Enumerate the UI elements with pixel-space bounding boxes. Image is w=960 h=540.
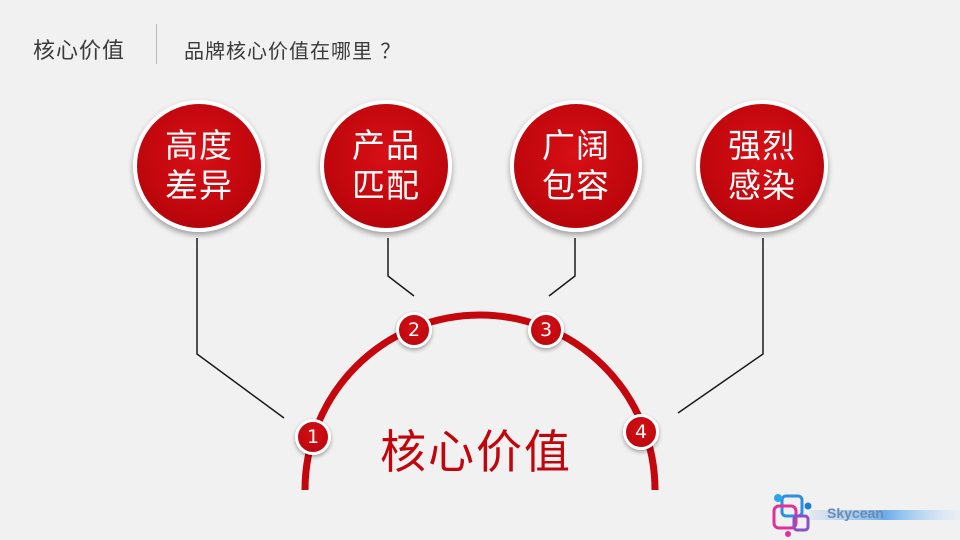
skycean-logo: Skycean (770, 492, 960, 538)
header-divider (156, 24, 157, 64)
number-badge-4: 4 (623, 414, 659, 450)
number-badge-2: 2 (396, 312, 432, 348)
connector-line-1 (196, 238, 285, 419)
value-1-line1: 高度 (165, 126, 233, 165)
core-value-label: 核心价值 (380, 425, 572, 479)
value-3-line2: 包容 (542, 166, 610, 205)
value-1-line2: 差异 (165, 166, 233, 205)
value-circle-3: 广阔 包容 (510, 100, 642, 232)
page-title: 核心价值 (33, 39, 126, 64)
connector-line-4 (677, 238, 764, 414)
value-4-line1: 强烈 (728, 126, 796, 165)
connector-line-3 (548, 238, 576, 297)
number-badge-3: 3 (528, 312, 564, 348)
logo-text: Skycean (827, 505, 884, 521)
value-3-line1: 广阔 (542, 126, 610, 165)
skycean-logo-icon (772, 494, 960, 537)
page-subtitle: 品牌核心价值在哪里 ？ (184, 39, 402, 63)
value-circle-2: 产品 匹配 (320, 100, 452, 232)
core-arc (301, 311, 659, 491)
number-badge-1: 1 (295, 419, 331, 455)
header: 核心价值 品牌核心价值在哪里 ？ (0, 0, 960, 90)
value-circle-1: 高度 差异 (133, 100, 265, 232)
value-2-line2: 匹配 (352, 166, 420, 205)
connector-line-2 (387, 238, 415, 297)
value-circle-4: 强烈 感染 (696, 100, 828, 232)
value-2-line1: 产品 (352, 126, 420, 165)
value-4-line2: 感染 (728, 166, 796, 205)
